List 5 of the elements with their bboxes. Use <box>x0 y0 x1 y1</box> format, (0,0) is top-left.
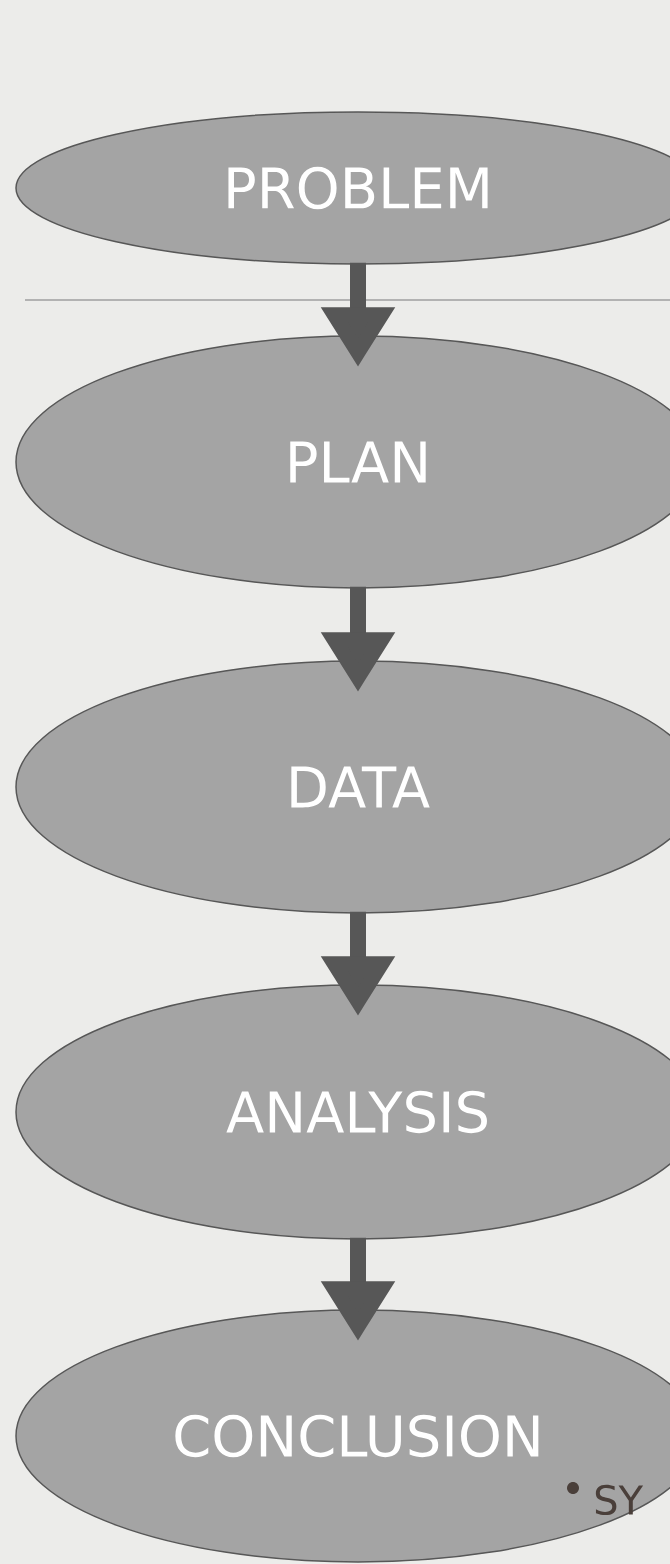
ellipse-node: PLAN <box>15 335 670 589</box>
note-text: SY <box>595 1484 644 1516</box>
ellipse-node: ANALYSIS <box>15 984 670 1240</box>
ellipse-node: PROBLEM <box>15 111 670 265</box>
ellipse-node: DATA <box>15 660 670 914</box>
